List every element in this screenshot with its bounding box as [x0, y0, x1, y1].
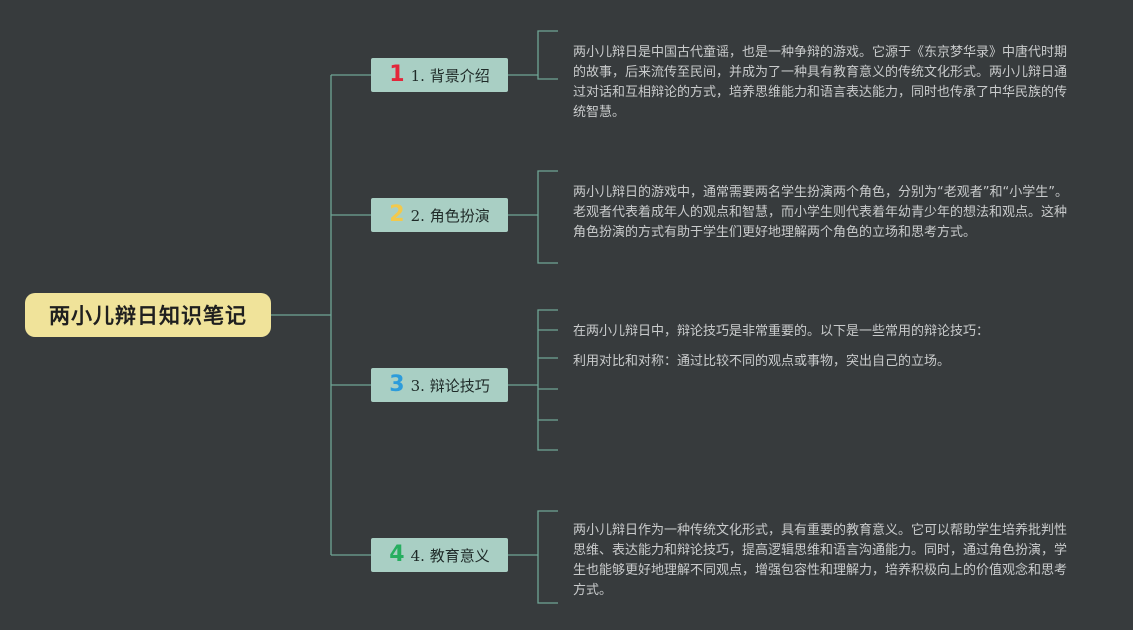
- number-2-icon: 2: [389, 202, 405, 227]
- branch-label: 1. 背景介绍: [410, 66, 490, 85]
- mindmap-root[interactable]: 两小儿辩日知识笔记: [25, 293, 271, 337]
- branch-debate-skills[interactable]: 3 3. 辩论技巧: [371, 368, 508, 402]
- leaf-background-text: 两小儿辩日是中国古代童谣，也是一种争辩的游戏。它源于《东京梦华录》中唐代时期的故…: [573, 45, 1068, 120]
- branch-educational-value[interactable]: 4 4. 教育意义: [371, 538, 508, 572]
- number-4-icon: 4: [389, 542, 405, 567]
- leaf-roleplay-text: 两小儿辩日的游戏中，通常需要两名学生扮演两个角色，分别为“老观者”和“小学生”。…: [573, 185, 1068, 240]
- branch-background[interactable]: 1 1. 背景介绍: [371, 58, 508, 92]
- branch-label: 4. 教育意义: [410, 546, 490, 565]
- leaf-educational-text: 两小儿辩日作为一种传统文化形式，具有重要的教育意义。它可以帮助学生培养批判性思维…: [573, 523, 1068, 598]
- leaf-debate-intro: 在两小儿辩日中，辩论技巧是非常重要的。以下是一些常用的辩论技巧：: [573, 324, 990, 339]
- branch-label: 3. 辩论技巧: [410, 376, 490, 395]
- number-3-icon: 3: [389, 372, 405, 397]
- number-1-icon: 1: [389, 62, 405, 87]
- branch-roleplay[interactable]: 2 2. 角色扮演: [371, 198, 508, 232]
- branch-label: 2. 角色扮演: [410, 206, 490, 225]
- leaf-debate-contrast: 利用对比和对称：通过比较不同的观点或事物，突出自己的立场。: [573, 354, 951, 369]
